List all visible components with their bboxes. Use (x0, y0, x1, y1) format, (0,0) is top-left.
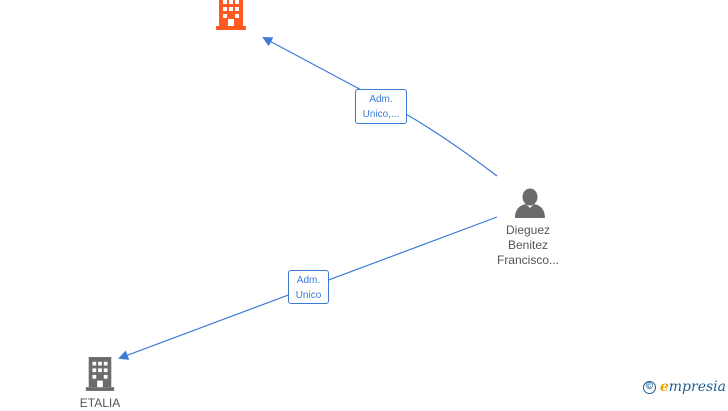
edge-label-line: Unico,... (362, 109, 400, 120)
graph-canvas (118, 37, 498, 360)
brand-initial: e (659, 379, 669, 395)
brand-logo[interactable]: © empresia (642, 378, 726, 396)
company-name[interactable]: ETALIA (79, 396, 121, 410)
person-name-line: Benitez (507, 238, 549, 252)
building-icon[interactable] (84, 356, 116, 392)
edge-label-line: Adm. (296, 275, 321, 286)
edge-label-role[interactable]: Adm. Unico,... (355, 89, 407, 124)
person-name-line: Dieguez (505, 223, 551, 237)
copyright-icon: © (642, 380, 656, 394)
person-name[interactable]: Dieguez Benitez Francisco... (488, 223, 568, 268)
edge-label-line: Adm. (369, 94, 393, 105)
brand-name-rest: mpresia (668, 379, 726, 395)
person-name-line: Francisco... (496, 253, 559, 267)
brand-name: empresia (660, 379, 726, 395)
edge-label-role[interactable]: Adm. Unico (288, 270, 329, 304)
person-icon[interactable] (514, 188, 546, 218)
edge-label-line: Unico (295, 290, 322, 301)
building-icon[interactable] (214, 0, 248, 30)
